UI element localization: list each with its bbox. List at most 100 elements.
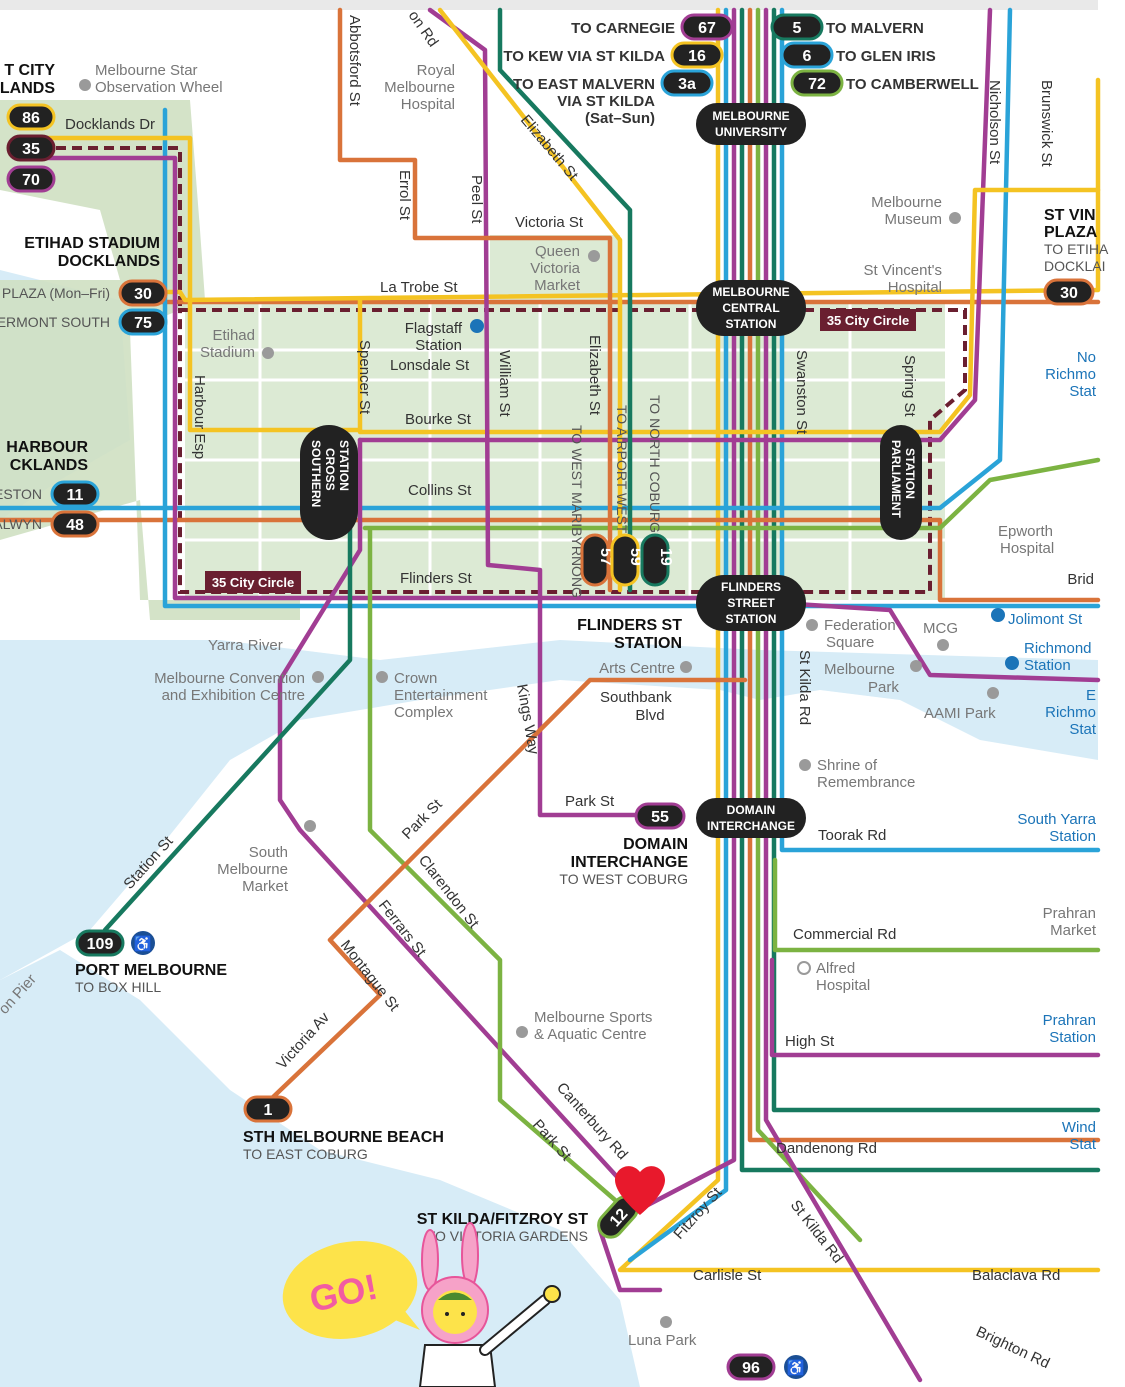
tram-lines bbox=[0, 7, 1101, 1383]
terminus-sth-melb-beach: STH MELBOURNE BEACH bbox=[243, 1129, 444, 1146]
place-arts: Arts Centre bbox=[599, 660, 675, 677]
route-badge-86[interactable]: 86 bbox=[6, 103, 56, 131]
street-to-north-coburg: TO NORTH COBURG bbox=[647, 395, 663, 533]
place-melb-park-1: Melbourne bbox=[824, 661, 895, 678]
place-royal-3: Hospital bbox=[401, 96, 455, 113]
mascot-illustration: GO! bbox=[282, 1222, 561, 1387]
route-badge-55[interactable]: 55 bbox=[634, 802, 686, 830]
route-badge-35[interactable]: 35 bbox=[6, 134, 56, 162]
place-smm-2: Melbourne bbox=[217, 861, 288, 878]
place-etihad-2: Stadium bbox=[200, 344, 255, 361]
street-nicholson: Nicholson St bbox=[986, 80, 1003, 165]
route-badge-57[interactable]: 57 bbox=[580, 533, 614, 587]
hub-domain-interchange[interactable]: DOMAIN INTERCHANGE bbox=[696, 798, 806, 838]
terminus-city-docklands-2: LANDS bbox=[0, 80, 55, 97]
place-crown-3: Complex bbox=[394, 704, 454, 721]
route-badge-5[interactable]: 5 TO MALVERN bbox=[770, 13, 924, 41]
route-dest-5: TO MALVERN bbox=[826, 20, 924, 37]
route-badge-19[interactable]: 19 bbox=[640, 533, 674, 587]
terminus-port-melbourne-sub: TO BOX HILL bbox=[75, 979, 161, 995]
route-badge-11[interactable]: 11 ESTON bbox=[0, 480, 100, 508]
route-badge-75[interactable]: 75 VERMONT SOUTH bbox=[0, 308, 168, 336]
route-badge-67[interactable]: 67 TO CARNEGIE bbox=[571, 13, 734, 41]
route-badge-109[interactable]: 109 bbox=[75, 929, 125, 957]
street-abbotsford: Abbotsford St bbox=[346, 15, 363, 107]
street-southbank-2: Blvd bbox=[635, 707, 664, 724]
place-qvm-3: Market bbox=[534, 277, 581, 294]
svg-text:96: 96 bbox=[742, 1360, 760, 1377]
svg-text:16: 16 bbox=[688, 48, 706, 65]
place-msac-1: Melbourne Sports bbox=[534, 1009, 652, 1026]
top-border bbox=[0, 0, 1098, 10]
svg-text:35: 35 bbox=[22, 141, 40, 158]
street-commercial-rd: Commercial Rd bbox=[793, 926, 896, 943]
route-badge-96[interactable]: 96 bbox=[726, 1353, 776, 1381]
svg-text:UNIVERSITY: UNIVERSITY bbox=[715, 125, 787, 139]
route-badge-48[interactable]: 48 ALWYN bbox=[0, 510, 100, 538]
street-spencer: Spencer St bbox=[356, 340, 373, 415]
place-shrine-1: Shrine of bbox=[817, 757, 878, 774]
svg-text:INTERCHANGE: INTERCHANGE bbox=[707, 819, 795, 833]
place-aami: AAMI Park bbox=[924, 705, 996, 722]
route-badge-30-west[interactable]: 30 PLAZA (Mon–Fri) bbox=[2, 279, 168, 307]
street-lonsdale: Lonsdale St bbox=[390, 357, 470, 374]
hub-flinders-street[interactable]: FLINDERS STREET STATION bbox=[696, 575, 806, 631]
hub-melbourne-university[interactable]: MELBOURNE UNIVERSITY bbox=[696, 103, 806, 145]
place-museum-2: Museum bbox=[884, 211, 942, 228]
route-badge-72[interactable]: 72 TO CAMBERWELL bbox=[790, 69, 979, 97]
route-badge-1[interactable]: 1 bbox=[243, 1095, 293, 1123]
svg-text:30: 30 bbox=[1060, 285, 1078, 302]
hub-parliament[interactable]: PARLIAMENT STATION bbox=[880, 425, 922, 540]
street-brunswick: Brunswick St bbox=[1038, 80, 1055, 168]
terminus-domain-1: DOMAIN bbox=[623, 836, 688, 853]
place-stvincents-1: St Vincent's bbox=[864, 262, 942, 279]
svg-text:MELBOURNE: MELBOURNE bbox=[712, 285, 789, 299]
terminus-harbour-2: CKLANDS bbox=[10, 457, 89, 474]
svg-text:FLINDERS: FLINDERS bbox=[721, 580, 781, 594]
station-n-richmond-3: Stat bbox=[1069, 383, 1097, 400]
route-dest-6: TO GLEN IRIS bbox=[836, 48, 936, 65]
route-badge-70[interactable]: 70 bbox=[6, 165, 56, 193]
street-collins: Collins St bbox=[408, 482, 472, 499]
terminus-sth-melb-beach-sub: TO EAST COBURG bbox=[243, 1146, 368, 1162]
street-carlisle-st: Carlisle St bbox=[693, 1267, 762, 1284]
hub-melbourne-central[interactable]: MELBOURNE CENTRAL STATION bbox=[696, 280, 806, 336]
place-epworth-2: Hospital bbox=[1000, 540, 1054, 557]
station-e-richmond-3: Stat bbox=[1069, 721, 1097, 738]
place-luna-park: Luna Park bbox=[628, 1332, 697, 1349]
street-la-trobe: La Trobe St bbox=[380, 279, 458, 296]
route-badge-3a[interactable]: 3a TO EAST MALVERN VIA ST KILDA (Sat–Sun… bbox=[513, 69, 714, 127]
place-mcg: MCG bbox=[923, 620, 958, 637]
station-n-richmond-1: No bbox=[1077, 349, 1096, 366]
place-etihad-1: Etihad bbox=[212, 327, 255, 344]
street-william: William St bbox=[496, 350, 513, 417]
station-n-richmond-2: Richmo bbox=[1045, 366, 1096, 383]
svg-text:PARLIAMENT: PARLIAMENT bbox=[889, 440, 903, 518]
route-35-line bbox=[40, 146, 182, 310]
heart-icon bbox=[615, 1166, 665, 1215]
station-jolimont: Jolimont St bbox=[1008, 611, 1083, 628]
station-prahran-2: Station bbox=[1049, 1029, 1096, 1046]
terminus-city-docklands-1: T CITY bbox=[4, 62, 55, 79]
svg-text:STATION: STATION bbox=[726, 612, 777, 626]
street-elizabeth-2: Elizabeth St bbox=[586, 335, 603, 416]
place-federation-2: Square bbox=[826, 634, 874, 651]
route-badge-59[interactable]: 59 bbox=[610, 533, 644, 587]
route-badge-16[interactable]: 16 TO KEW VIA ST KILDA bbox=[503, 41, 724, 69]
route-badge-6[interactable]: 6 TO GLEN IRIS bbox=[780, 41, 936, 69]
hub-southern-cross[interactable]: SOUTHERN CROSS STATION bbox=[300, 425, 358, 540]
terminus-stvincent-4: DOCKLAI bbox=[1044, 258, 1105, 274]
route-dest-3a-via: VIA ST KILDA bbox=[557, 93, 655, 110]
place-smm-1: South bbox=[249, 844, 288, 861]
route-dest-3a-days: (Sat–Sun) bbox=[585, 110, 655, 127]
street-high-st: High St bbox=[785, 1033, 835, 1050]
svg-text:MELBOURNE: MELBOURNE bbox=[712, 109, 789, 123]
route-dest-11: ESTON bbox=[0, 486, 42, 502]
svg-text:72: 72 bbox=[808, 76, 826, 93]
yarra-water bbox=[0, 640, 1098, 980]
svg-text:109: 109 bbox=[87, 936, 114, 953]
svg-text:1: 1 bbox=[264, 1102, 273, 1119]
street-st-kilda-rd: St Kilda Rd bbox=[796, 650, 813, 725]
route-badge-30-east[interactable]: 30 bbox=[1043, 278, 1095, 306]
